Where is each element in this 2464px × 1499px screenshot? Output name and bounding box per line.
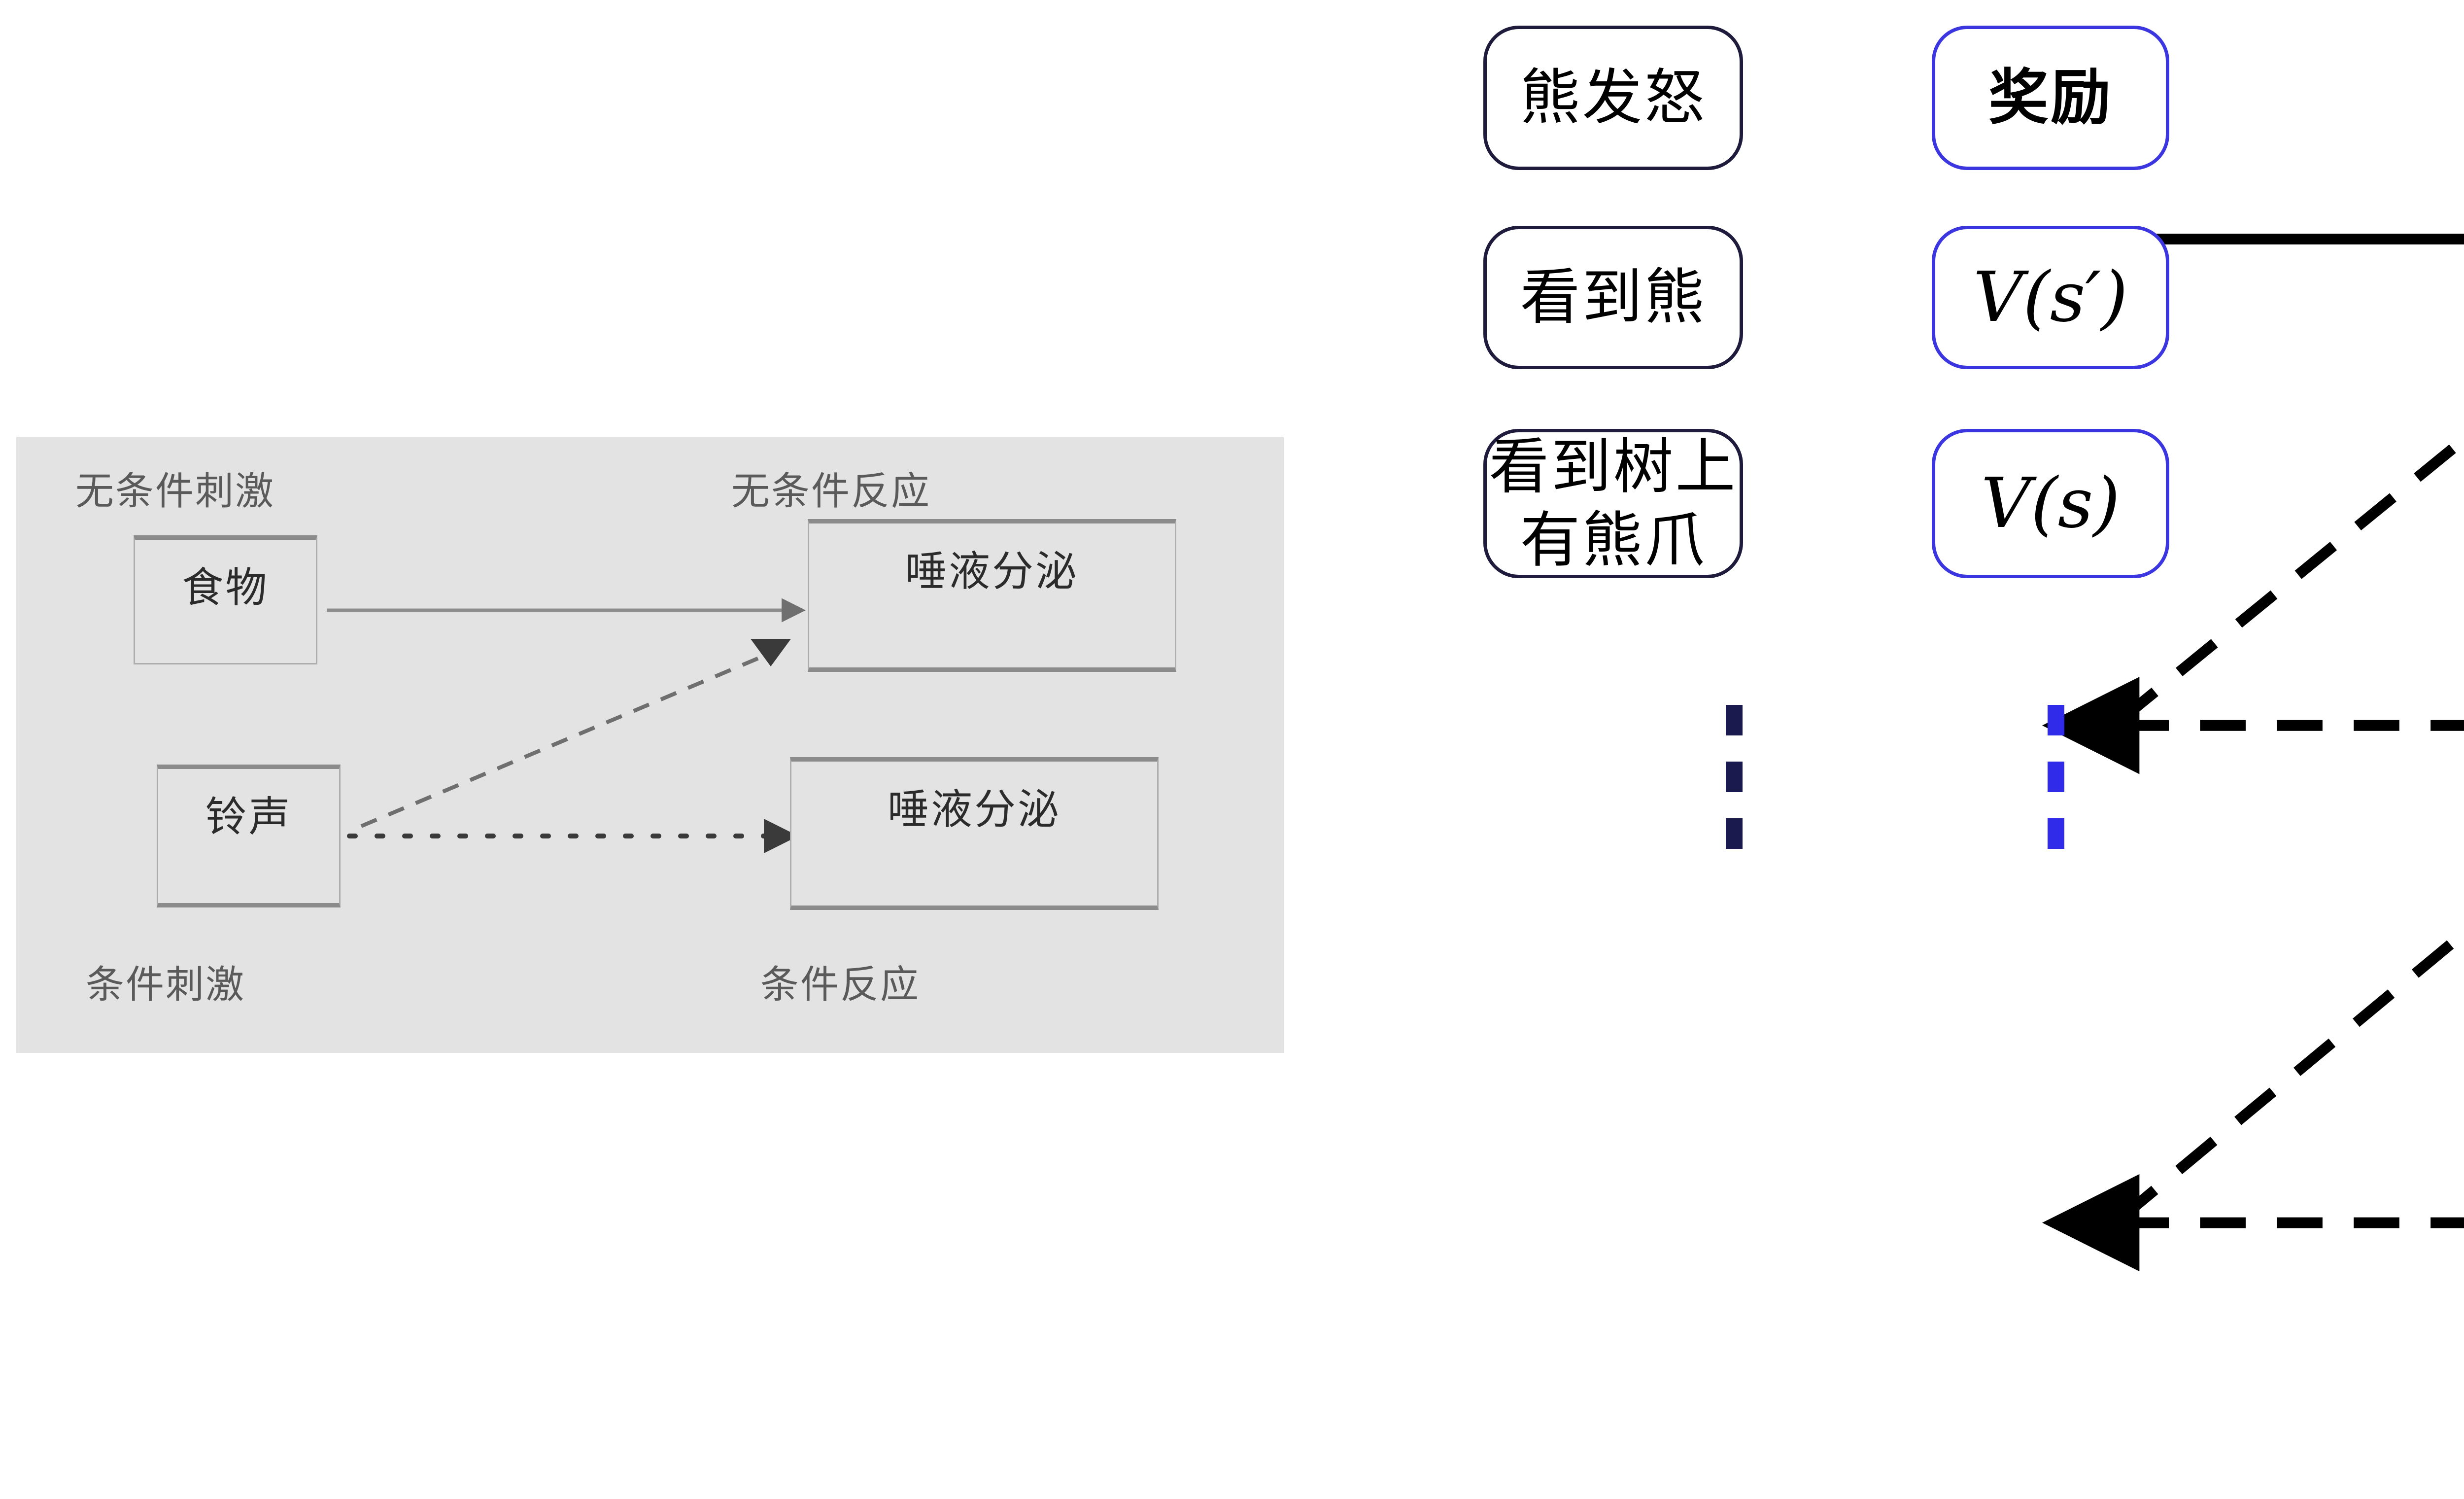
rl-arrow-layer [2042, 233, 2464, 1272]
rl-box-value-next-state: V(s′) [1932, 226, 2169, 369]
arrow-bell-to-unconditioned-salivation [360, 652, 770, 828]
arrowhead-bell-diagonal [751, 639, 791, 666]
rl-box-claw-on-tree-label: 看到树上 有熊爪 [1489, 431, 1738, 575]
pavlov-box-salivation-unconditioned: 唾液分泌 [808, 519, 1176, 672]
pavlov-box-food: 食物 [134, 535, 317, 664]
ellipsis-dot [1726, 762, 1743, 792]
ellipsis-dot [2048, 762, 2064, 792]
ellipsis-dot [1726, 818, 1743, 849]
rl-box-see-bear: 看到熊 [1483, 226, 1743, 369]
pavlov-box-bell-label: 铃声 [205, 793, 292, 841]
ellipsis-dot [2048, 818, 2064, 849]
pavlov-box-food-label: 食物 [182, 563, 269, 612]
ellipsis-right-column [2048, 705, 2064, 875]
ellipsis-dot [1726, 705, 1743, 735]
rl-box-value-state: V(s) [1932, 429, 2169, 578]
rl-box-see-bear-label: 看到熊 [1520, 262, 1707, 333]
rl-box-bear-angry: 熊发怒 [1483, 26, 1743, 170]
pavlov-arrow-layer [327, 598, 806, 853]
ellipsis-left-column [1726, 705, 1743, 875]
rl-box-value-state-label: V(s) [1981, 463, 2121, 544]
pavlov-box-salivation-conditioned-label: 唾液分泌 [887, 785, 1061, 834]
edge-see-bear-to-reward [2116, 432, 2464, 725]
rl-box-value-next-state-label: V(s′) [1973, 257, 2128, 338]
rl-box-reward-label: 奖励 [1988, 63, 2113, 133]
rl-box-reward: 奖励 [1932, 26, 2169, 170]
edge-claw-to-value-next-state [2116, 926, 2464, 1223]
label-conditioned-stimulus: 条件刺激 [86, 963, 246, 1007]
pavlov-box-salivation-unconditioned-label: 唾液分泌 [905, 547, 1079, 595]
rl-box-claw-on-tree: 看到树上 有熊爪 [1483, 429, 1743, 578]
pavlov-box-bell: 铃声 [157, 765, 341, 907]
rl-box-bear-angry-label: 熊发怒 [1520, 63, 1707, 133]
rl-value-update-diagram: 熊发怒 看到熊 看到树上 有熊爪 奖励 V(s′) V(s) [1483, 0, 2464, 1499]
label-unconditioned-stimulus: 无条件刺激 [75, 469, 275, 514]
pavlov-conditioning-panel: 无条件刺激 无条件反应 条件刺激 条件反应 食物 唾液分泌 铃声 唾液分泌 [16, 437, 1284, 1053]
ellipsis-dot [2048, 705, 2064, 735]
label-unconditioned-response: 无条件反应 [731, 469, 931, 514]
pavlov-box-salivation-conditioned: 唾液分泌 [790, 757, 1159, 910]
label-conditioned-response: 条件反应 [760, 963, 921, 1007]
